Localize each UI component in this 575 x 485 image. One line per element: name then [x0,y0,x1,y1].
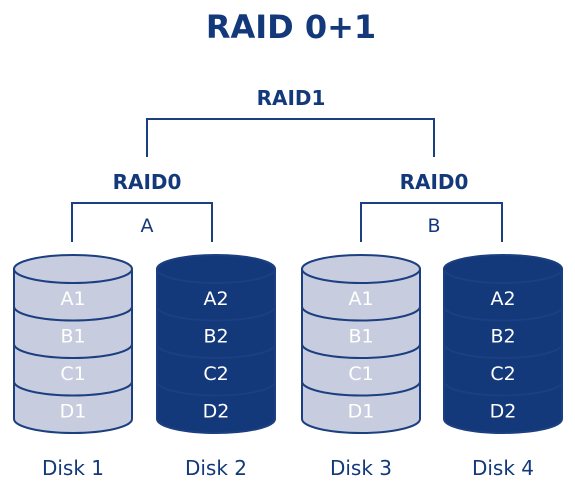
block-label: D1 [348,401,375,423]
block-divider [443,343,563,359]
disk-body [156,268,276,434]
raid0-bracket-b [360,202,503,242]
raid0-group-a: RAID0 A [71,170,213,242]
disk-top [443,254,563,284]
disk-label: Disk 4 [472,456,534,480]
group-label-a: A [141,215,154,237]
disk-body [443,268,563,434]
block-label: C1 [60,363,85,385]
block-divider [156,381,276,397]
disk-label: Disk 2 [185,456,247,480]
raid0-bracket-a [71,202,213,242]
raid0-label-a: RAID0 [113,170,182,194]
raid1-label: RAID1 [257,86,326,110]
block-divider [301,381,421,397]
disk-body [301,268,421,434]
disk-top [13,254,133,284]
block-label: A1 [348,288,373,310]
block-divider [301,343,421,359]
block-divider [13,343,133,359]
block-label: A1 [60,288,85,310]
block-label: A2 [203,288,228,310]
block-divider [301,306,421,322]
block-label: A2 [490,288,515,310]
block-label: D2 [203,401,230,423]
disk-body [13,268,133,434]
disk-label: Disk 3 [330,456,392,480]
block-divider [13,306,133,322]
block-label: D2 [490,401,517,423]
block-label: B1 [348,326,373,348]
block-label: D1 [60,401,87,423]
raid0-label-b: RAID0 [400,170,469,194]
disk-label: Disk 1 [42,456,104,480]
block-label: B1 [60,326,85,348]
block-divider [443,306,563,322]
diagram-title: RAID 0+1 [206,8,376,46]
block-label: C2 [203,363,228,385]
raid1-bracket: RAID1 [146,86,435,157]
block-label: B2 [490,326,515,348]
disk-top [301,254,421,284]
block-label: C1 [348,363,373,385]
block-divider [13,381,133,397]
raid1-bracket-line [146,118,435,157]
block-label: B2 [203,326,228,348]
raid0-group-b: RAID0 B [360,170,503,242]
block-label: C2 [490,363,515,385]
group-label-b: B [427,215,440,237]
block-divider [156,343,276,359]
disk-top [156,254,276,284]
block-divider [156,306,276,322]
block-divider [443,381,563,397]
